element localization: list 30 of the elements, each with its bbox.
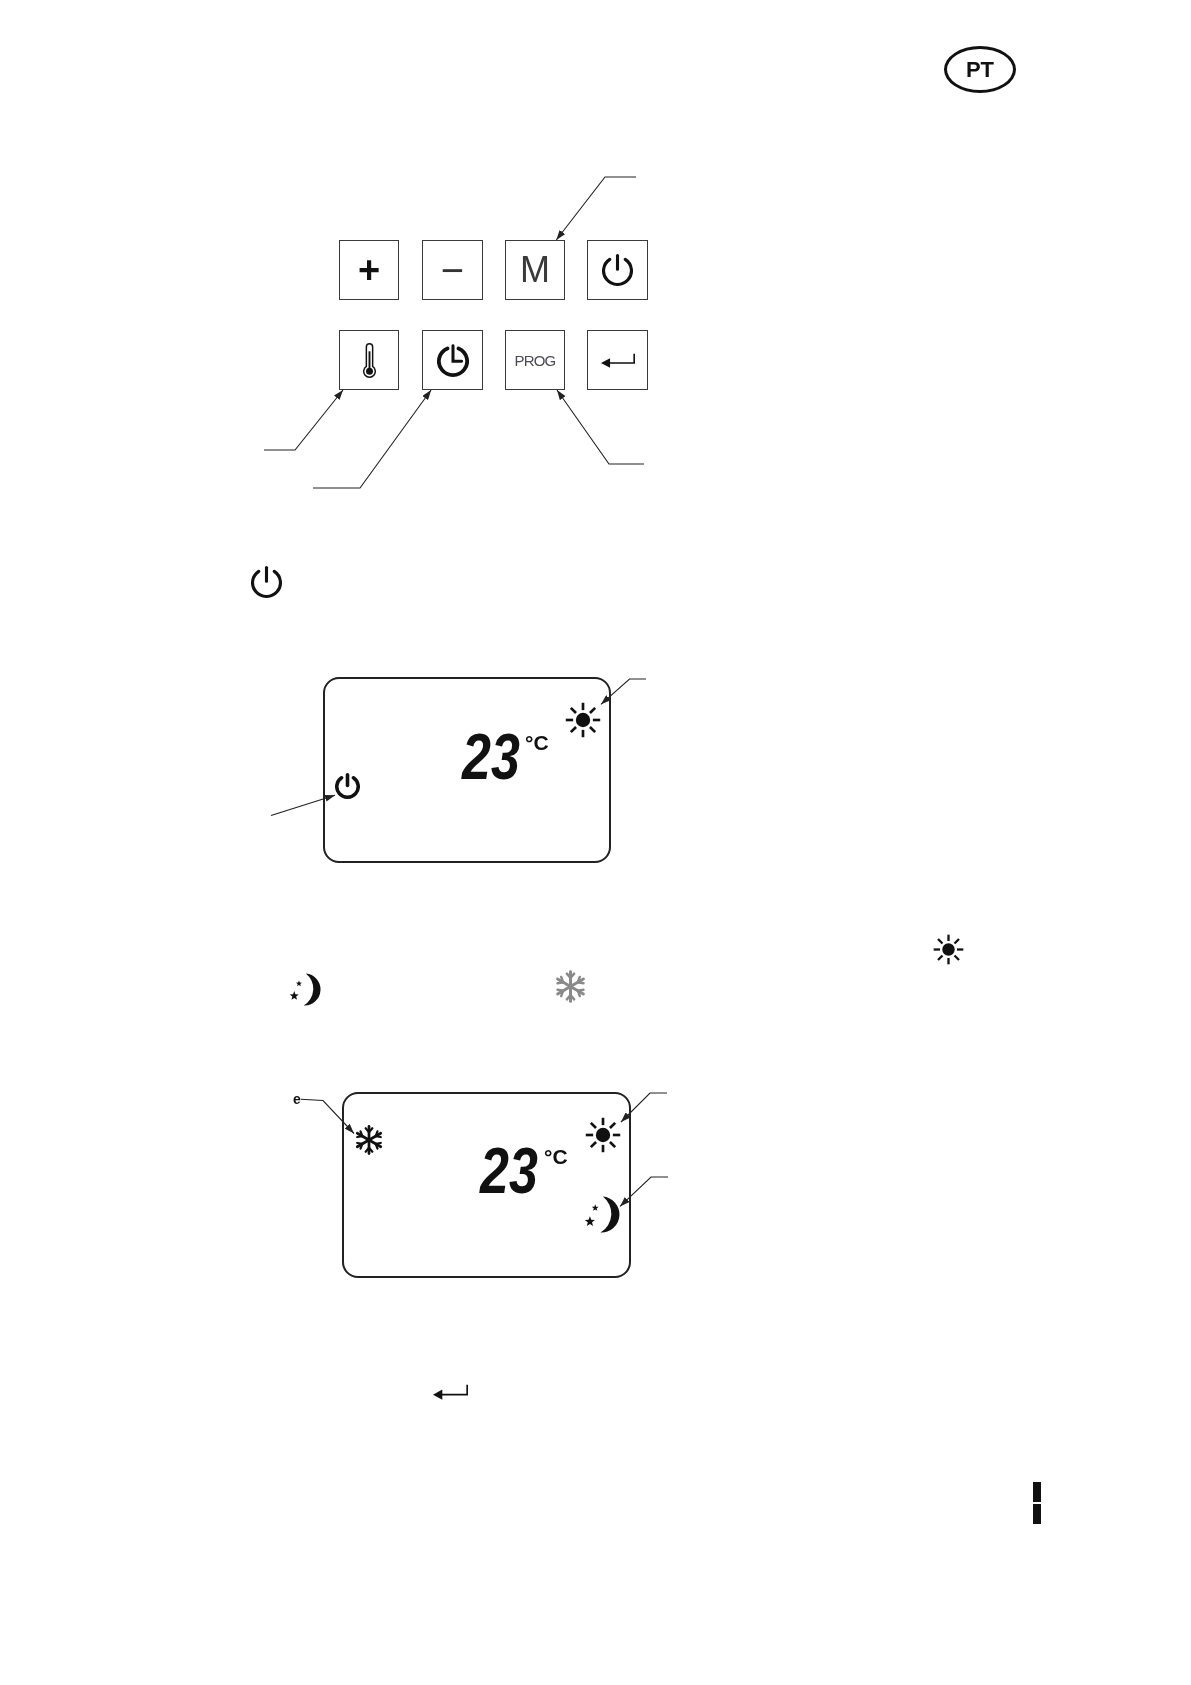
sun-icon: [565, 702, 601, 738]
language-badge: PT: [944, 46, 1016, 93]
leader-line: [619, 1176, 669, 1207]
mode-button: M: [505, 240, 565, 300]
leader-line: [620, 1092, 668, 1123]
lcd-display: [342, 1092, 631, 1278]
leader-line: [555, 176, 637, 241]
callout-text: e: [293, 1092, 301, 1106]
leader-line: [312, 389, 432, 489]
leader-line: [600, 678, 647, 705]
unit-label: °C: [544, 1149, 568, 1165]
minus-button: −: [422, 240, 483, 300]
leader-line: [263, 389, 344, 451]
moon-icon: [584, 1196, 620, 1233]
unit-label: °C: [525, 735, 549, 751]
temperature-reading: 23: [462, 733, 520, 782]
enter-button: [587, 330, 648, 390]
sun-icon: [585, 1117, 621, 1153]
plus-button: +: [339, 240, 399, 300]
temperature-reading: 23: [480, 1147, 538, 1196]
program-button: PROG: [505, 330, 565, 390]
power-button: [587, 240, 648, 300]
leader-line: [270, 794, 336, 817]
timer-button: [422, 330, 483, 390]
snowflake-icon: [354, 1125, 384, 1155]
lcd-display: [323, 677, 611, 863]
leader-line: [300, 1098, 355, 1135]
thermometer-button: [339, 330, 399, 390]
leader-line: [556, 389, 645, 465]
power-icon: [335, 773, 360, 799]
